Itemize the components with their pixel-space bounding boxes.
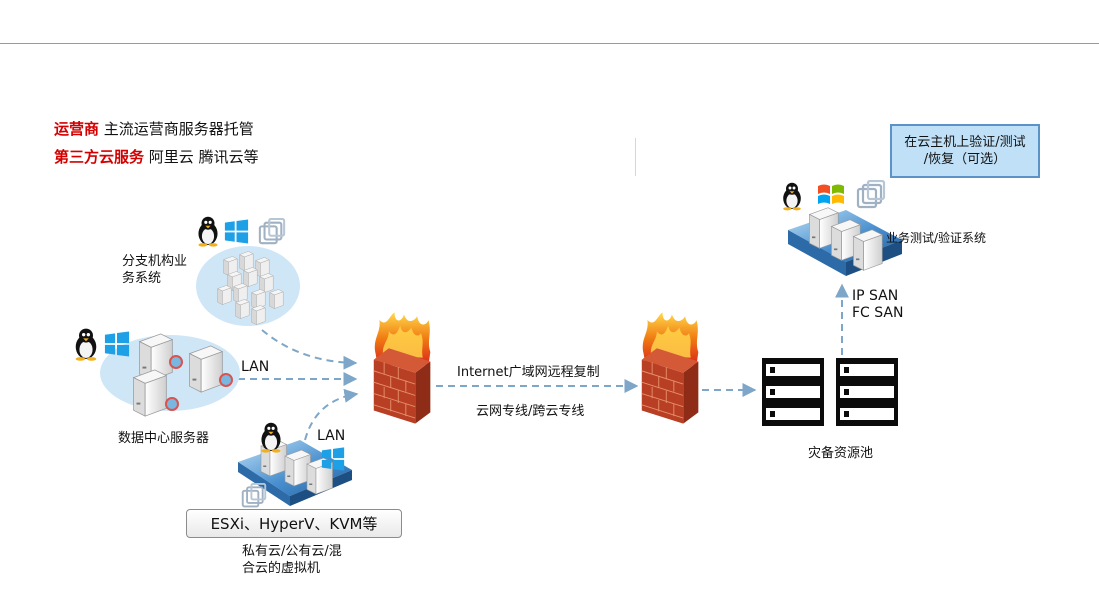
branch-system bbox=[196, 216, 300, 326]
branch-label: 分支机构业 务系统 bbox=[122, 253, 187, 287]
wan-label-top: Internet广域网远程复制 bbox=[457, 365, 600, 380]
dr-pool-label: 灾备资源池 bbox=[808, 446, 874, 461]
vm-icon bbox=[258, 218, 286, 245]
connectors bbox=[238, 283, 849, 441]
dr-storage-pool bbox=[762, 358, 898, 426]
datacenter-label: 数据中心服务器 bbox=[118, 431, 210, 446]
server-icon bbox=[133, 369, 167, 417]
branch-label-line1: 分支机构业 bbox=[122, 254, 188, 269]
windows-flag-icon bbox=[818, 184, 844, 204]
server-icon bbox=[284, 449, 311, 487]
datacenter-servers bbox=[75, 328, 240, 417]
windows-icon bbox=[224, 219, 249, 244]
restore-box: 在云主机上验证/测试 /恢复（可选） bbox=[890, 124, 1040, 178]
vm-icon bbox=[856, 180, 886, 209]
lan-label-virtual: LAN bbox=[317, 428, 346, 444]
server-icon bbox=[189, 345, 223, 393]
san-label-line1: IP SAN bbox=[852, 288, 899, 304]
top-divider bbox=[0, 43, 1099, 44]
server-icon bbox=[853, 229, 883, 271]
san-label: IP SAN FC SAN bbox=[852, 288, 903, 322]
firewall-source-icon bbox=[373, 311, 431, 425]
linux-icon bbox=[783, 182, 801, 211]
legend-text-cloud: 阿里云 腾讯云等 bbox=[148, 148, 259, 166]
storage-array-icon bbox=[762, 358, 824, 426]
virtual-label: 私有云/公有云/混 合云的虚拟机 bbox=[242, 543, 342, 577]
virtual-platform bbox=[238, 422, 352, 508]
vm-icon bbox=[241, 483, 267, 508]
virtual-label-line1: 私有云/公有云/混 bbox=[242, 544, 342, 559]
legend-key-cloud: 第三方云服务 bbox=[54, 148, 145, 166]
arrow-virtual-to-firewall bbox=[304, 388, 359, 441]
linux-icon bbox=[198, 216, 218, 247]
legend-text-carrier: 主流运营商服务器托管 bbox=[103, 120, 254, 138]
test-platform bbox=[783, 180, 902, 276]
hypervisor-box: ESXi、HyperV、KVM等 bbox=[186, 509, 402, 538]
legend-cloud: 第三方云服务 阿里云 腾讯云等 bbox=[54, 146, 259, 167]
test-system-label: 业务测试/验证系统 bbox=[886, 231, 987, 245]
wan-label-bottom: 云网专线/跨云专线 bbox=[476, 404, 585, 419]
linux-icon bbox=[75, 328, 97, 361]
restore-box-line1: 在云主机上验证/测试 bbox=[904, 135, 1026, 150]
virtual-label-line2: 合云的虚拟机 bbox=[242, 561, 321, 576]
arrow-branch-to-firewall bbox=[261, 329, 358, 370]
divider-mark bbox=[635, 138, 636, 176]
lan-label-datacenter: LAN bbox=[241, 359, 270, 375]
branch-label-line2: 务系统 bbox=[122, 271, 162, 286]
storage-array-icon bbox=[836, 358, 898, 426]
san-label-line2: FC SAN bbox=[852, 305, 904, 321]
firewall-target-icon bbox=[641, 311, 699, 425]
legend-key-carrier: 运营商 bbox=[54, 120, 100, 138]
legend-carrier: 运营商 主流运营商服务器托管 bbox=[54, 118, 254, 139]
restore-box-line2: /恢复（可选） bbox=[923, 152, 1007, 167]
